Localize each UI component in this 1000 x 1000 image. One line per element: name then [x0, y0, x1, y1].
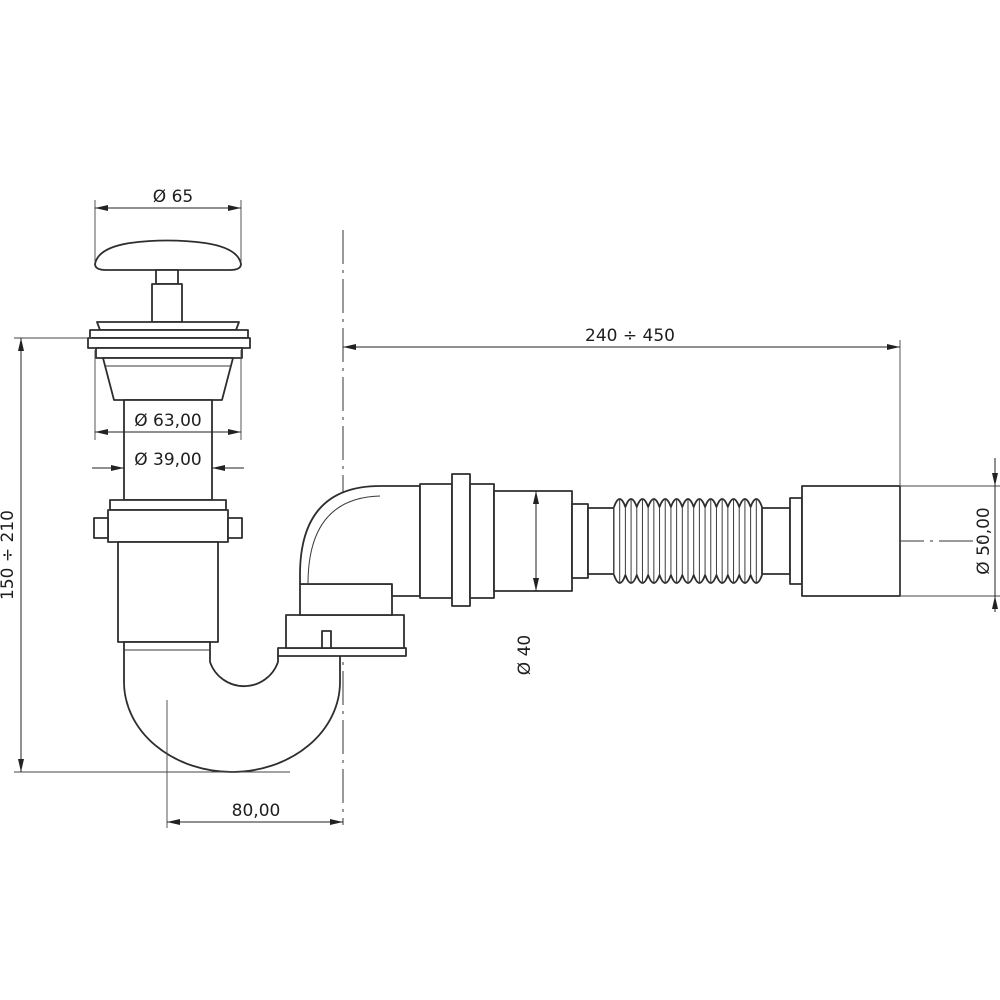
trap-nut [277, 583, 407, 657]
dimension-inner-large: Ø 63,00 [94, 350, 242, 440]
horizontal-connectors [419, 473, 615, 607]
label-inner-diameter-small: Ø 39,00 [134, 450, 201, 470]
outlet-sleeve [801, 485, 901, 597]
union-nut-right [469, 483, 495, 599]
label-horizontal-offset: 80,00 [232, 801, 281, 821]
label-top-cap-diameter: Ø 65 [153, 187, 193, 207]
dimension-horizontal-offset: 80,00 [166, 700, 343, 828]
label-pipe-diameter: Ø 40 [515, 635, 535, 675]
dimension-pipe-diameter: Ø 40 [515, 491, 539, 675]
dimension-top-cap: Ø 65 [94, 187, 242, 262]
drain-plug-assembly [87, 239, 251, 643]
nut-lug-left [93, 517, 109, 539]
elbow-90 [299, 485, 421, 597]
union-nut-left [419, 483, 453, 599]
trap-nut-base [277, 647, 407, 657]
dimension-inner-small: Ø 39,00 [92, 450, 244, 471]
label-outlet-diameter: Ø 50,00 [974, 507, 994, 574]
drain-tapered-body [102, 357, 234, 401]
drain-tube [123, 399, 213, 501]
label-length-range: 240 ÷ 450 [585, 326, 675, 346]
u-trap [123, 641, 341, 773]
elbow-body [299, 485, 421, 597]
flange-seal [95, 347, 243, 359]
hose-collar-left [587, 507, 615, 575]
plug-stem [151, 283, 183, 323]
flange-rim [89, 329, 249, 339]
u-bend [123, 641, 341, 773]
dimension-length: 240 ÷ 450 [343, 326, 901, 596]
adapter-sleeve [493, 490, 573, 592]
nut-lug-right [227, 517, 243, 539]
flange-ring [87, 337, 251, 349]
plug-cap [94, 239, 242, 271]
flexible-hose [613, 498, 763, 584]
dimension-outlet-diameter: Ø 50,00 [900, 458, 1000, 612]
hose-collar-right [761, 507, 791, 575]
elbow-inner-line [307, 495, 381, 585]
trap-nut-tab [321, 630, 332, 649]
trap-nut-body [285, 614, 405, 649]
label-inner-diameter-large: Ø 63,00 [134, 411, 201, 431]
union-nut-flange [451, 473, 471, 607]
label-height-range: 150 ÷ 210 [0, 510, 18, 600]
lower-vertical-pipe [117, 541, 219, 643]
dimension-height: 150 ÷ 210 [0, 337, 290, 773]
adapter-neck [571, 503, 589, 579]
nut-top [109, 499, 227, 511]
nut-body [107, 509, 229, 543]
outlet-step [789, 497, 803, 585]
flange-top [96, 321, 240, 331]
plug-stem-neck [155, 269, 179, 285]
trap-upper-sleeve [299, 583, 393, 616]
outlet-assembly [761, 485, 901, 597]
